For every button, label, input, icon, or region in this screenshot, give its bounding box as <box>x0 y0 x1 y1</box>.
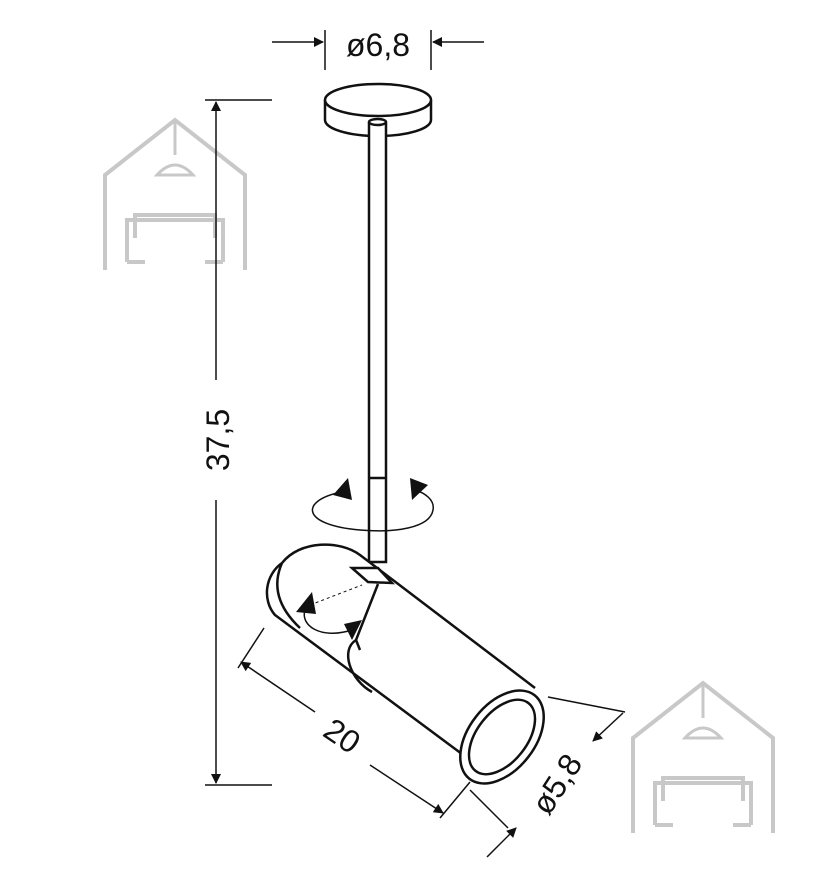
shade-length-label: 20 <box>317 711 367 761</box>
total-height-label: 37,5 <box>200 409 236 471</box>
rotation-arrows-icon <box>311 478 434 532</box>
dimension-total-height <box>205 99 272 786</box>
canopy-diameter-label: ø6,8 <box>346 27 410 63</box>
watermark-logo-top-icon <box>103 118 247 272</box>
tilt-arrows-icon <box>296 584 363 640</box>
watermark-logo-bottom-icon <box>631 681 775 835</box>
shade-diameter-label: ø5,8 <box>524 747 589 820</box>
dimension-canopy-diameter <box>272 30 484 70</box>
dimension-shade-length <box>237 627 471 819</box>
shade <box>265 543 545 785</box>
dimension-shade-diameter <box>469 696 626 858</box>
stem <box>367 117 388 564</box>
